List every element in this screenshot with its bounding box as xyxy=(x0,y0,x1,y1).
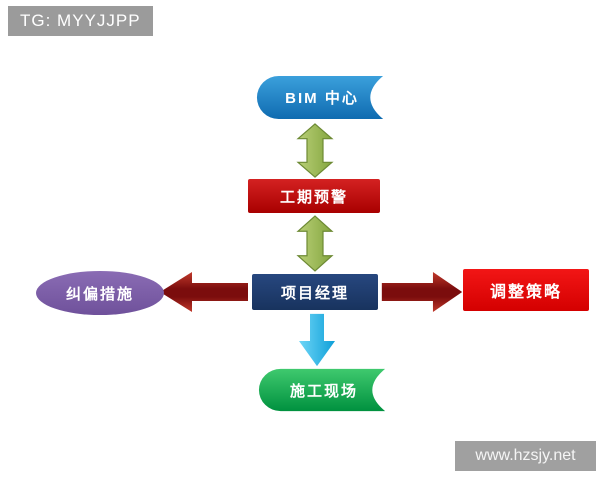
connector-manager-correction xyxy=(158,270,250,314)
down-arrow-icon xyxy=(299,313,335,367)
connector-bim-warning xyxy=(296,122,334,179)
node-label: 调整策略 xyxy=(489,284,562,301)
connector-manager-strategy xyxy=(380,270,464,314)
node-bim-center: BIM 中心 xyxy=(253,74,391,121)
tg-tag-label: TG: MYYJJPP xyxy=(8,6,153,36)
node-label: 施工现场 xyxy=(289,382,358,400)
connector-manager-site xyxy=(297,312,337,368)
node-correction-measures: 纠偏措施 xyxy=(36,271,164,315)
node-schedule-warning: 工期预警 xyxy=(248,179,380,213)
left-arrow-icon xyxy=(160,272,248,312)
node-project-manager: 项目经理 xyxy=(252,274,378,310)
connector-warning-manager xyxy=(296,214,334,273)
node-label: 工期预警 xyxy=(279,188,348,206)
double-arrow-icon xyxy=(296,123,334,178)
right-arrow-icon xyxy=(381,272,463,312)
node-label: 项目经理 xyxy=(280,284,349,302)
node-construction-site: 施工现场 xyxy=(255,367,393,413)
node-label: BIM 中心 xyxy=(285,90,359,107)
wave-tab-shape xyxy=(256,75,384,120)
node-adjustment-strategy: 调整策略 xyxy=(463,269,589,311)
wave-tab-shape xyxy=(258,368,386,412)
watermark: www.hzsjy.net xyxy=(455,441,596,471)
node-label: 纠偏措施 xyxy=(65,285,134,303)
double-arrow-icon xyxy=(296,215,334,272)
